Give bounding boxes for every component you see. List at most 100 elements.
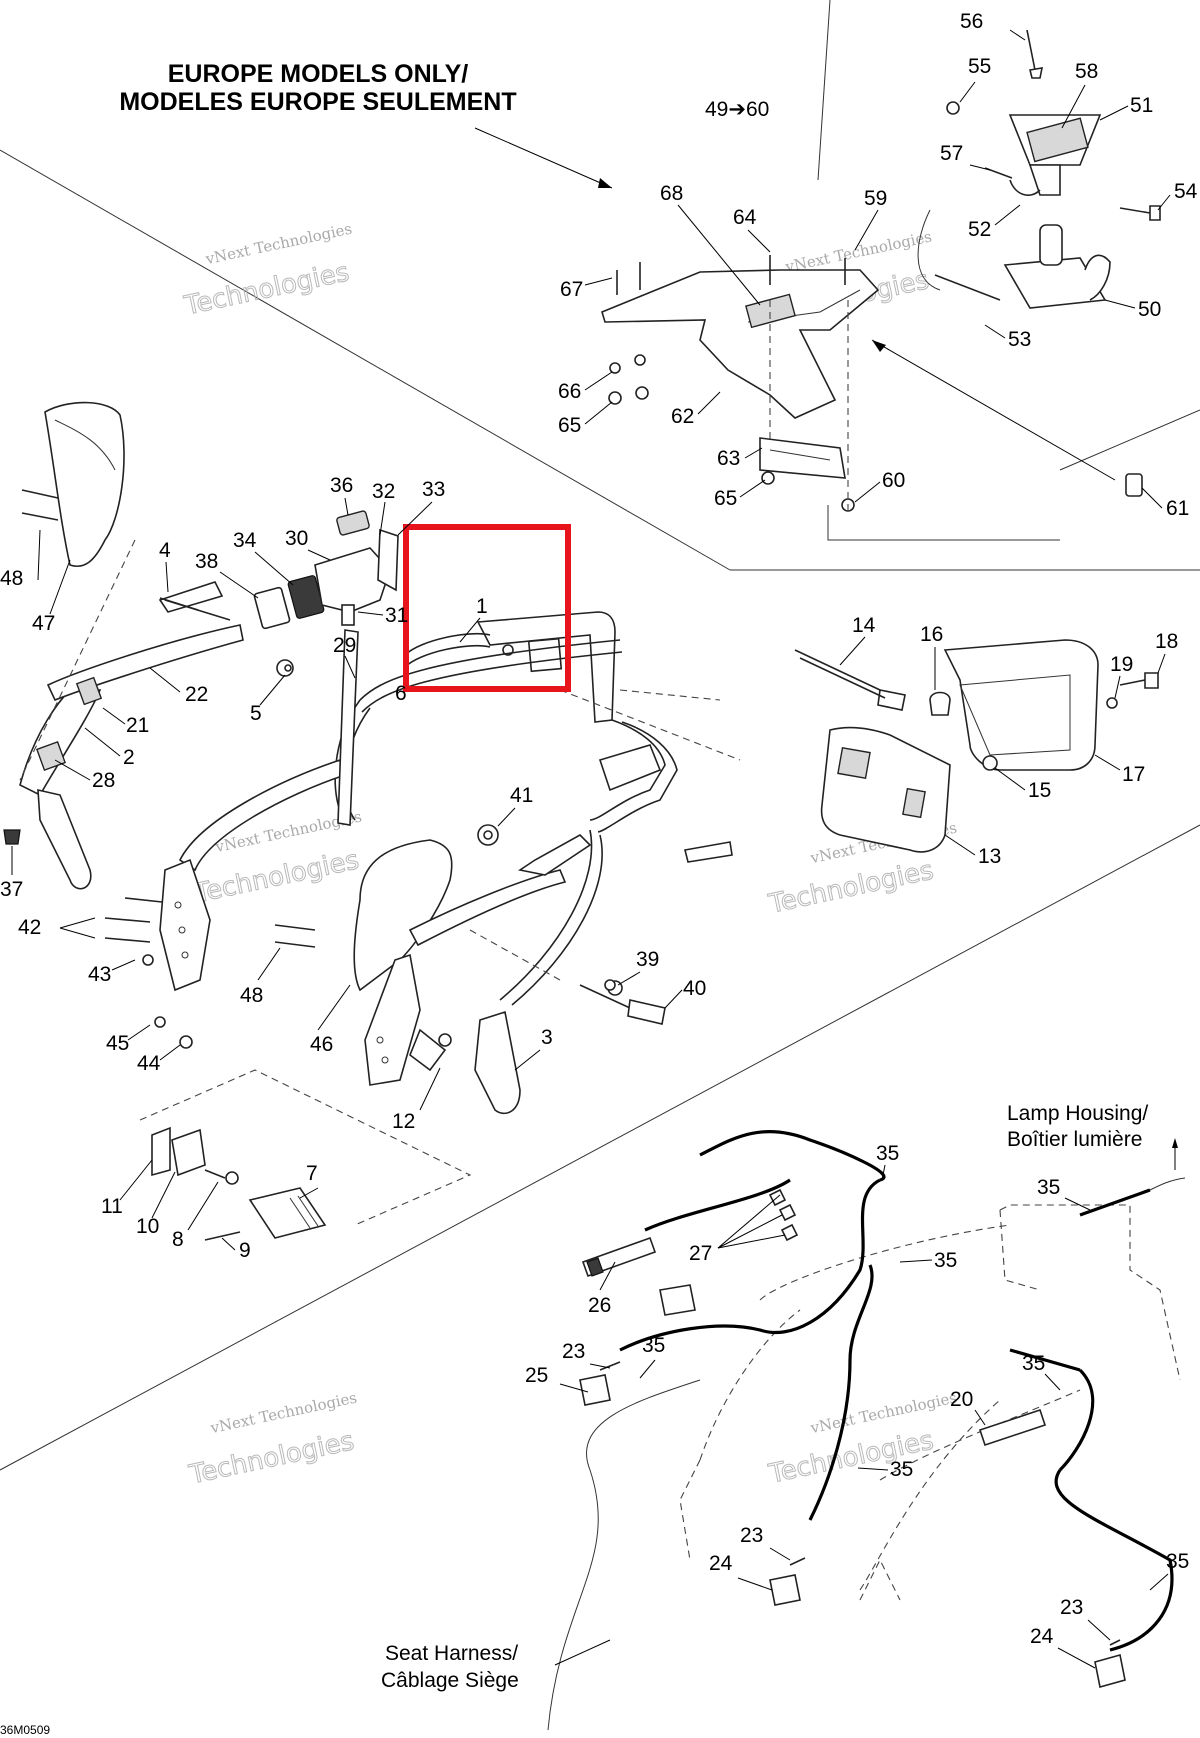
callout-37: 37 <box>0 878 23 901</box>
callout-24: 24 <box>709 1552 733 1575</box>
callout-31: 31 <box>385 604 408 627</box>
license-plate-bracket-assembly <box>601 29 1161 541</box>
callout-35: 35 <box>934 1249 957 1272</box>
callout-18: 18 <box>1155 630 1178 653</box>
callout-35: 35 <box>876 1142 899 1165</box>
callout-14: 14 <box>852 614 876 637</box>
callout-12: 12 <box>392 1110 415 1133</box>
callout-45: 45 <box>106 1032 129 1055</box>
callout-68: 68 <box>660 182 683 205</box>
callout-9: 9 <box>239 1239 251 1262</box>
callout-23: 23 <box>562 1340 585 1363</box>
lamp-housing-caption-en: Lamp Housing/ <box>1007 1102 1148 1125</box>
callout-48: 48 <box>240 984 263 1007</box>
callout-65: 65 <box>714 487 737 510</box>
seat-harness-caption-en: Seat Harness/ <box>385 1642 518 1665</box>
callout-35: 35 <box>890 1458 913 1481</box>
seat-harness-leader <box>554 1639 611 1666</box>
callout-19: 19 <box>1110 653 1133 676</box>
callout-59: 59 <box>864 187 887 210</box>
callout-36: 36 <box>330 474 353 497</box>
callout-57: 57 <box>940 142 963 165</box>
callout-15: 15 <box>1028 779 1051 802</box>
title-arrow <box>474 127 613 189</box>
callout-4: 4 <box>159 539 171 562</box>
callout-6: 6 <box>395 682 407 705</box>
callout-55: 55 <box>968 55 991 78</box>
callout-44: 44 <box>137 1052 161 1075</box>
callout-32: 32 <box>372 480 395 503</box>
ref-range-label: 49➔60 <box>705 98 769 121</box>
callout-20: 20 <box>950 1388 973 1411</box>
figure-code: 36M0509 <box>0 1723 50 1737</box>
hardware-small-parts <box>104 897 616 1241</box>
callout-22: 22 <box>185 683 208 706</box>
callout-27: 27 <box>689 1242 712 1265</box>
callout-24: 24 <box>1030 1625 1054 1648</box>
callout-48: 48 <box>0 567 23 590</box>
callout-23: 23 <box>740 1524 763 1547</box>
callout-25: 25 <box>525 1364 548 1387</box>
callout-35: 35 <box>642 1334 665 1357</box>
callout-42: 42 <box>18 916 41 939</box>
callout-33: 33 <box>422 478 445 501</box>
callout-53: 53 <box>1008 328 1031 351</box>
callout-8: 8 <box>172 1228 184 1251</box>
callout-56: 56 <box>960 10 983 33</box>
callout-1: 1 <box>476 595 488 618</box>
callout-23: 23 <box>1060 1596 1083 1619</box>
callout-63: 63 <box>717 447 740 470</box>
watermark-group: vNext Technologies Technologies <box>765 1389 958 1491</box>
callout-54: 54 <box>1174 180 1198 203</box>
callout-60: 60 <box>882 469 905 492</box>
callout-11: 11 <box>101 1195 123 1218</box>
callout-28: 28 <box>92 769 115 792</box>
callout-52: 52 <box>968 218 991 241</box>
callout-67: 67 <box>560 278 583 301</box>
watermark-text-large: Technologies <box>766 856 937 920</box>
callout-5: 5 <box>250 702 262 725</box>
callout-51: 51 <box>1130 94 1153 117</box>
callout-64: 64 <box>733 206 757 229</box>
seat-harness-caption-fr: Câblage Siège <box>381 1669 519 1692</box>
callout-29: 29 <box>333 634 356 657</box>
callout-16: 16 <box>920 623 943 646</box>
callout-35: 35 <box>1166 1550 1189 1573</box>
callout-35: 35 <box>1037 1176 1060 1199</box>
callout-43: 43 <box>88 963 111 986</box>
callout-34: 34 <box>233 529 257 552</box>
callout-35: 35 <box>1022 1352 1045 1375</box>
left-grab-handle-assembly <box>3 401 294 890</box>
callout-62: 62 <box>671 405 694 428</box>
callout-65: 65 <box>558 414 581 437</box>
callout-58: 58 <box>1075 60 1098 83</box>
switch-assembly <box>159 510 399 630</box>
callout-2: 2 <box>123 746 135 769</box>
callout-47: 47 <box>32 612 55 635</box>
lamp-housing-caption-fr: Boîtier lumière <box>1007 1128 1142 1151</box>
callout-26: 26 <box>588 1294 611 1317</box>
watermark-group: vNext Technologies Technologies <box>186 1389 359 1491</box>
callout-13: 13 <box>978 845 1001 868</box>
callout-21: 21 <box>126 714 149 737</box>
callout-38: 38 <box>195 550 218 573</box>
callout-39: 39 <box>636 948 659 971</box>
callout-40: 40 <box>683 977 706 1000</box>
watermark-group: vNext Technologies Technologies <box>181 220 354 322</box>
watermark-text: vNext Technologies <box>808 1389 958 1438</box>
callout-30: 30 <box>285 527 308 550</box>
callout-10: 10 <box>136 1215 159 1238</box>
title-line-2: MODELES EUROPE SEULEMENT <box>119 88 516 116</box>
callout-66: 66 <box>558 380 581 403</box>
rear-rack-frame <box>139 611 741 1226</box>
title-arrowhead <box>598 178 612 188</box>
callout-50: 50 <box>1138 298 1161 321</box>
callout-41: 41 <box>510 784 533 807</box>
callout-46: 46 <box>310 1033 333 1056</box>
wiring-harness-section <box>579 1130 1186 1689</box>
callout-3: 3 <box>541 1026 553 1049</box>
title-line-1: EUROPE MODELS ONLY/ <box>168 60 469 88</box>
callout-labels: 56 55 58 51 57 54 52 59 64 68 67 50 53 6… <box>0 10 1198 1648</box>
